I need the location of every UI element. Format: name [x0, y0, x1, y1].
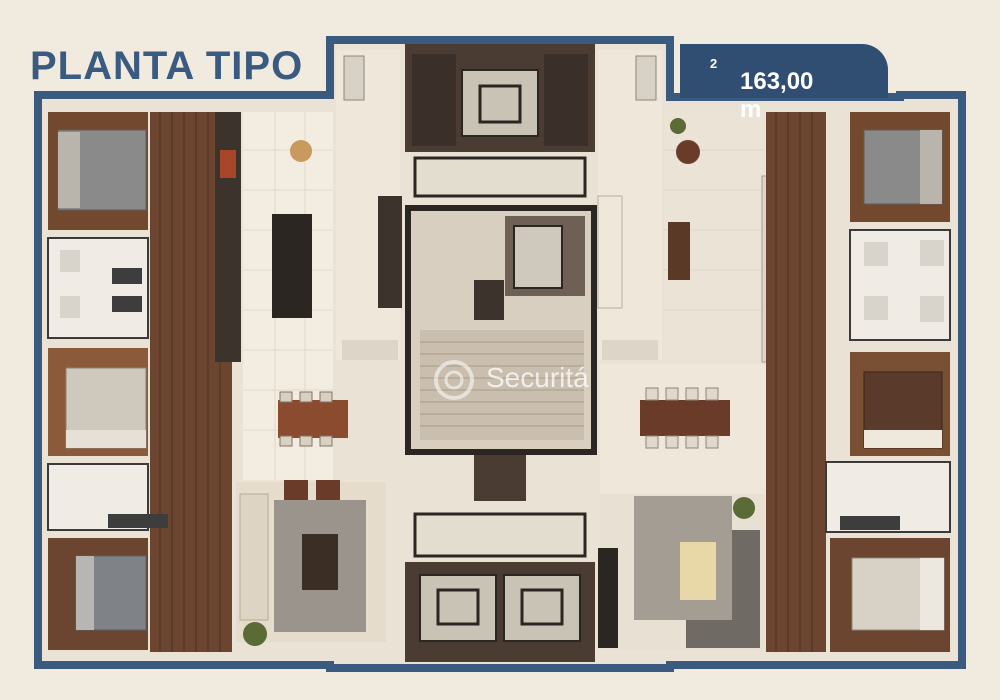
plant-left	[243, 622, 267, 646]
area-value: 163,00 m 2	[710, 56, 813, 123]
marble-counter-bottom	[413, 512, 587, 558]
coffee-table-left	[302, 534, 338, 590]
kitchen-island-right	[668, 222, 690, 280]
kitchen-island-left	[272, 214, 312, 318]
dining-table-left	[278, 400, 348, 438]
coffee-table-right	[680, 542, 716, 600]
right-wood-corridor	[766, 112, 826, 652]
bathroom-left-1	[47, 237, 149, 339]
watermark-logo-icon	[434, 360, 474, 400]
area-number: 163,00 m	[740, 68, 814, 123]
elevator-bottom-right	[503, 574, 581, 642]
watermark-text: Securitá	[486, 362, 589, 393]
plant-right	[733, 497, 755, 519]
plan-title: PLANTA TIPO	[30, 44, 304, 88]
dining-table-right	[640, 400, 730, 436]
elevator-top	[461, 69, 539, 137]
elevator-bottom-left	[419, 574, 497, 642]
area-badge: 163,00 m 2	[680, 44, 888, 123]
marble-counter-top	[413, 156, 587, 198]
area-unit-superscript: 2	[710, 56, 718, 71]
